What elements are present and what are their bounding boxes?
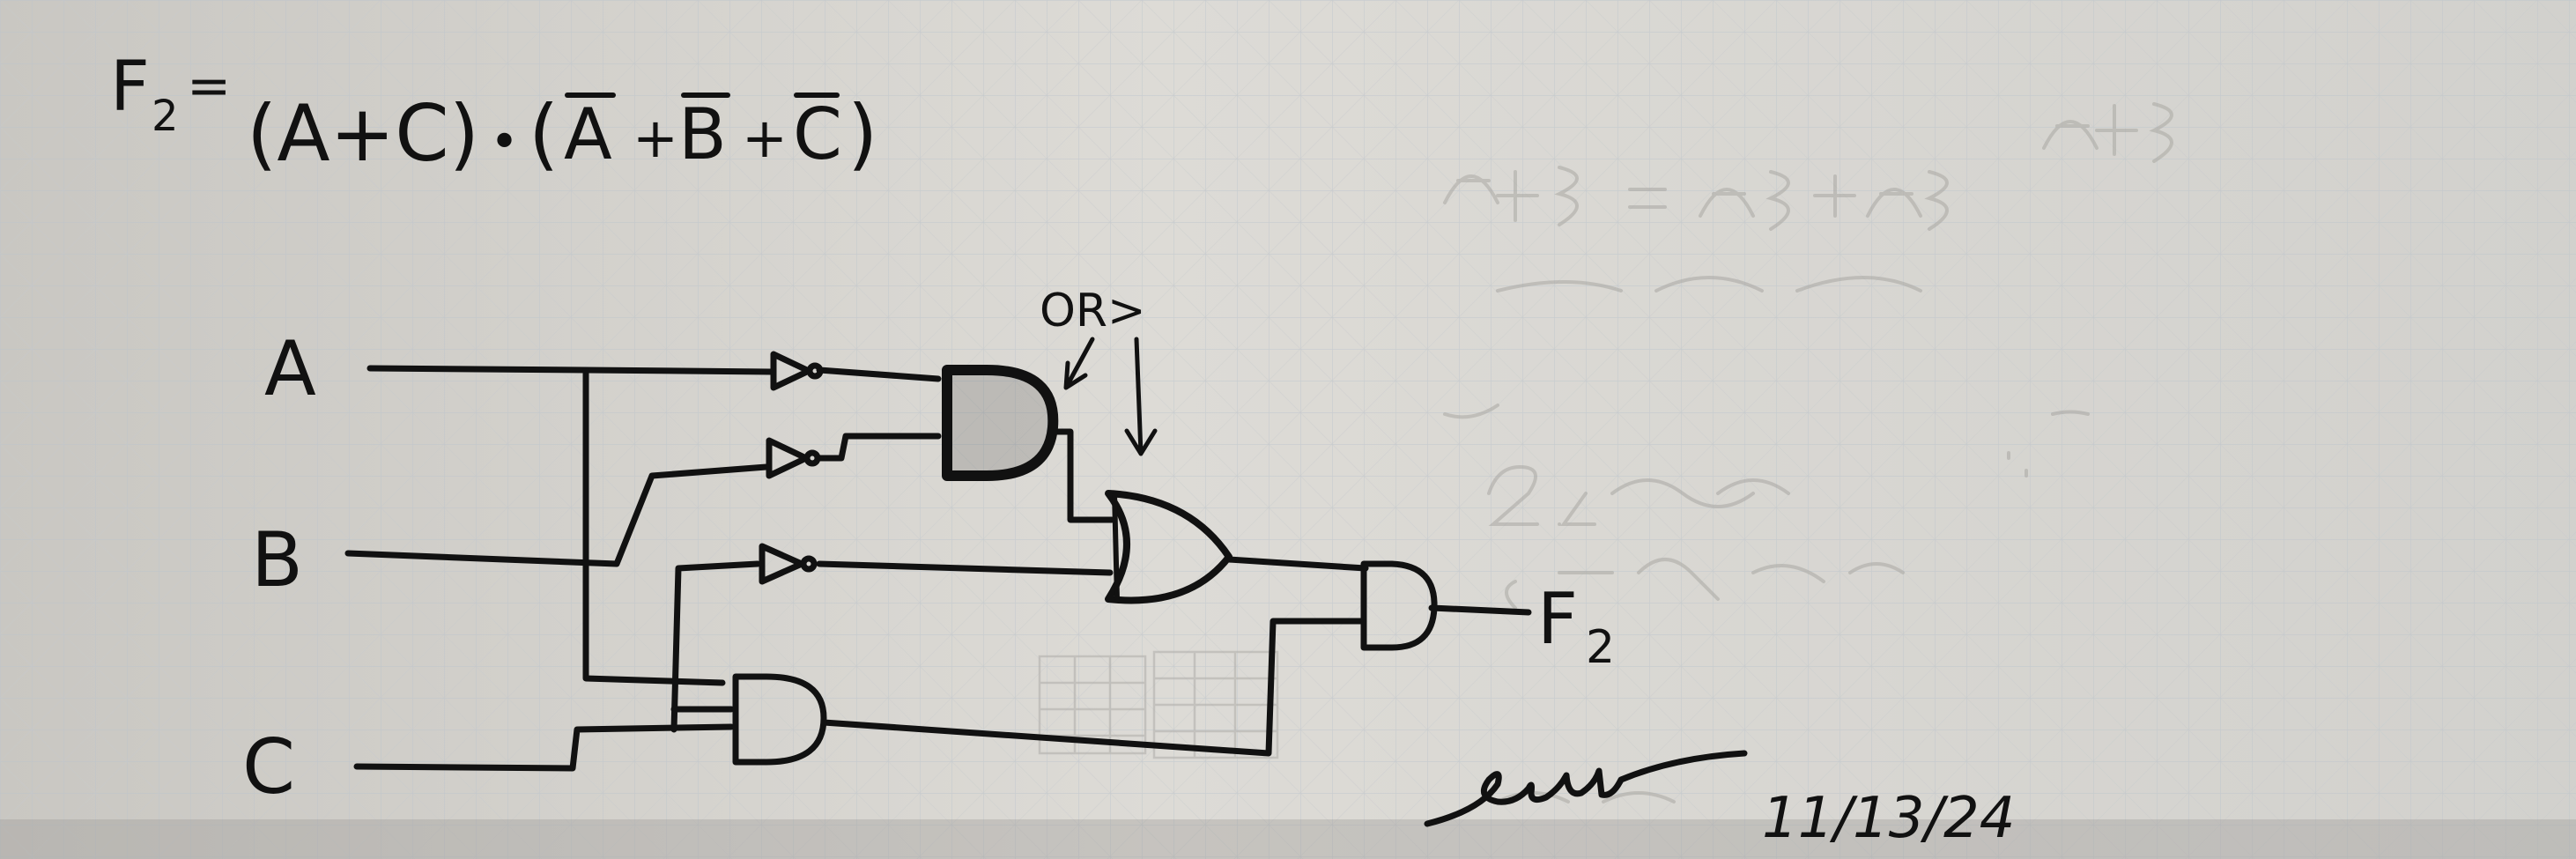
wire-or-to-and3 <box>1225 556 1369 572</box>
wire-not-c-out <box>816 560 1114 576</box>
equation-a-bar: A <box>564 93 612 175</box>
not-gate-c <box>759 543 818 585</box>
and-gate-3 <box>1360 560 1438 651</box>
output-label-subscript: 2 <box>1586 621 1615 674</box>
and-gate-1 <box>942 365 1059 481</box>
equation: F 2 = (A+C) • ( A + B + C ) <box>110 48 877 179</box>
input-b-label: B <box>251 516 303 604</box>
wire-and1-to-or <box>1049 428 1115 523</box>
equation-lhs: F <box>110 48 150 127</box>
bottom-shadow <box>0 819 2576 859</box>
equation-open-paren: ( <box>529 88 559 179</box>
date: 11/13/24 <box>1762 786 2015 851</box>
equation-plus-2: + <box>742 106 788 170</box>
wire-output <box>1428 604 1532 616</box>
or-annotation: OR> <box>1040 285 1146 337</box>
or-gate <box>1105 490 1232 604</box>
wire-and2-to-and3 <box>820 618 1365 757</box>
and-gate-2 <box>732 673 827 766</box>
wire-a <box>366 365 774 375</box>
wire-b <box>344 463 770 567</box>
equation-c-bar: C <box>793 93 842 175</box>
wires <box>344 365 1532 772</box>
equation-plus-1: + <box>633 106 678 170</box>
bleed-through-table <box>1038 650 1279 759</box>
not-gate-b <box>766 437 821 479</box>
equation-lhs-subscript: 2 <box>152 92 179 141</box>
wire-not-b-out <box>816 433 942 462</box>
wire-c-branch <box>670 560 761 733</box>
wire-not-a-out <box>816 367 942 382</box>
input-a-label: A <box>264 325 316 413</box>
not-gate-a <box>770 351 824 391</box>
input-c-label: C <box>242 723 295 811</box>
annotation-arrows <box>1063 337 1158 456</box>
equation-b-bar: B <box>678 93 727 175</box>
signature <box>1424 750 1748 827</box>
equation-close-paren: ) <box>848 88 877 179</box>
equation-term1: (A+C) <box>247 88 479 179</box>
gates <box>732 351 1438 766</box>
output-label: F <box>1537 578 1578 660</box>
bleed-through-writing <box>1443 102 2173 803</box>
wire-c <box>353 723 735 772</box>
equation-dot: • <box>490 114 519 171</box>
or-gate-front-line <box>1112 492 1120 600</box>
equation-equals: = <box>187 56 231 117</box>
